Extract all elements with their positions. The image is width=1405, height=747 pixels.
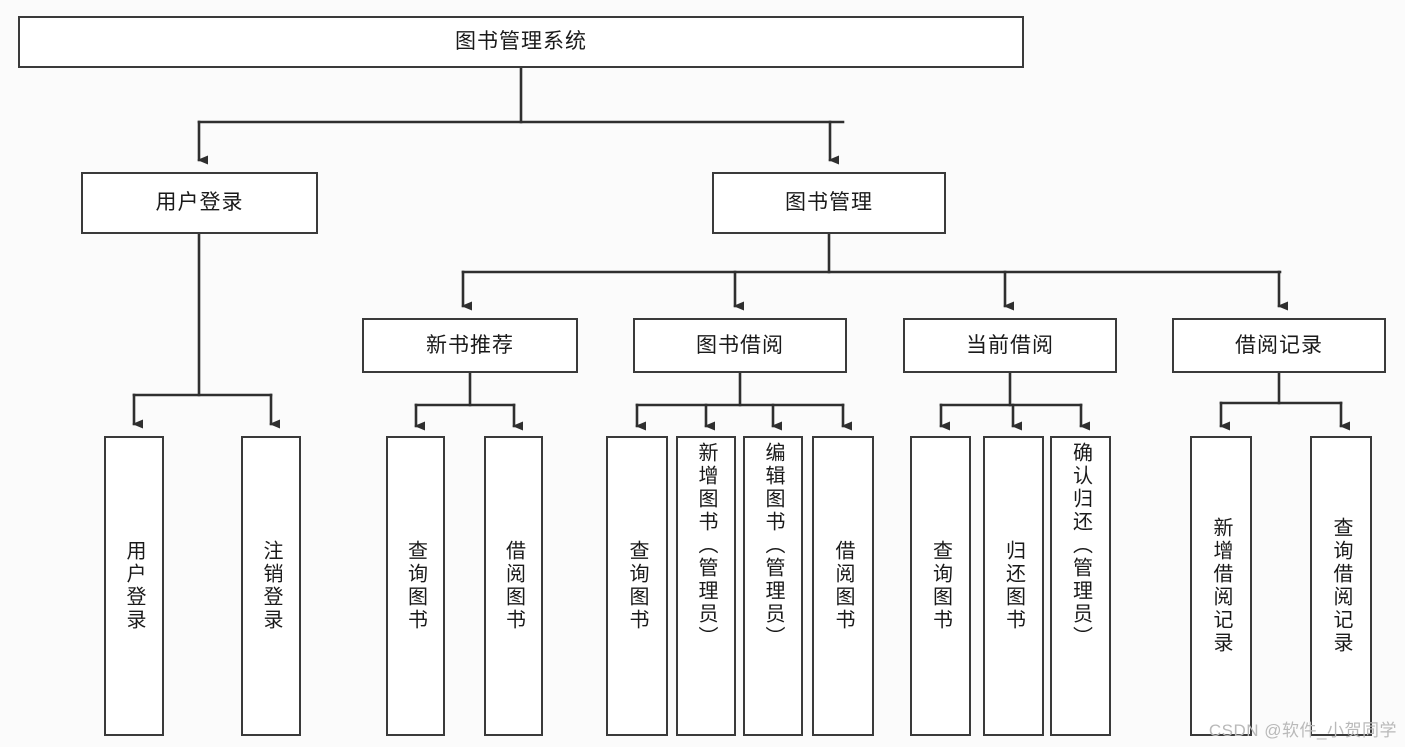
node-leaf-query-book-3[interactable]: 查询图书 bbox=[910, 436, 971, 736]
node-user-login[interactable]: 用户登录 bbox=[81, 172, 318, 234]
node-leaf-query-book-3-label: 查询图书 bbox=[929, 540, 952, 632]
node-borrow-record[interactable]: 借阅记录 bbox=[1172, 318, 1386, 373]
node-leaf-borrow-book-1-label: 借阅图书 bbox=[502, 540, 525, 632]
node-current-borrow-label: 当前借阅 bbox=[966, 333, 1054, 357]
csdn-watermark: CSDN @软件_小贺同学 bbox=[1208, 721, 1397, 740]
node-new-book-rec-label: 新书推荐 bbox=[426, 333, 514, 357]
node-new-book-rec[interactable]: 新书推荐 bbox=[362, 318, 578, 373]
node-leaf-query-record[interactable]: 查询借阅记录 bbox=[1310, 436, 1372, 736]
node-leaf-logout-label: 注销登录 bbox=[260, 540, 282, 632]
node-book-borrow-label: 图书借阅 bbox=[696, 333, 784, 357]
node-leaf-borrow-book-2[interactable]: 借阅图书 bbox=[812, 436, 874, 736]
node-leaf-add-record-label: 新增借阅记录 bbox=[1210, 517, 1232, 655]
node-leaf-user-login-label: 用户登录 bbox=[123, 540, 145, 632]
node-book-borrow[interactable]: 图书借阅 bbox=[633, 318, 847, 373]
node-current-borrow[interactable]: 当前借阅 bbox=[903, 318, 1117, 373]
node-leaf-query-record-label: 查询借阅记录 bbox=[1330, 517, 1352, 655]
node-leaf-add-book[interactable]: 新增图书（管理员） bbox=[676, 436, 736, 736]
node-leaf-edit-book-label: 编辑图书（管理员） bbox=[762, 442, 784, 649]
node-leaf-confirm-return[interactable]: 确认归还（管理员） bbox=[1050, 436, 1111, 736]
node-borrow-record-label: 借阅记录 bbox=[1235, 333, 1323, 357]
node-leaf-query-book-1[interactable]: 查询图书 bbox=[386, 436, 445, 736]
node-leaf-logout[interactable]: 注销登录 bbox=[241, 436, 301, 736]
node-leaf-borrow-book-1[interactable]: 借阅图书 bbox=[484, 436, 543, 736]
node-leaf-edit-book[interactable]: 编辑图书（管理员） bbox=[743, 436, 803, 736]
node-leaf-query-book-2-label: 查询图书 bbox=[626, 540, 648, 632]
node-leaf-confirm-return-label: 确认归还（管理员） bbox=[1069, 442, 1092, 649]
node-leaf-query-book-2[interactable]: 查询图书 bbox=[606, 436, 668, 736]
node-book-manage[interactable]: 图书管理 bbox=[712, 172, 946, 234]
node-leaf-return-book[interactable]: 归还图书 bbox=[983, 436, 1044, 736]
node-leaf-query-book-1-label: 查询图书 bbox=[404, 540, 427, 632]
node-root[interactable]: 图书管理系统 bbox=[18, 16, 1024, 68]
node-leaf-borrow-book-2-label: 借阅图书 bbox=[832, 540, 854, 632]
node-book-manage-label: 图书管理 bbox=[785, 191, 873, 215]
node-leaf-user-login[interactable]: 用户登录 bbox=[104, 436, 164, 736]
node-user-login-label: 用户登录 bbox=[155, 191, 244, 215]
node-root-label: 图书管理系统 bbox=[455, 30, 587, 54]
node-leaf-return-book-label: 归还图书 bbox=[1002, 540, 1025, 632]
node-leaf-add-book-label: 新增图书（管理员） bbox=[695, 442, 717, 649]
node-leaf-add-record[interactable]: 新增借阅记录 bbox=[1190, 436, 1252, 736]
